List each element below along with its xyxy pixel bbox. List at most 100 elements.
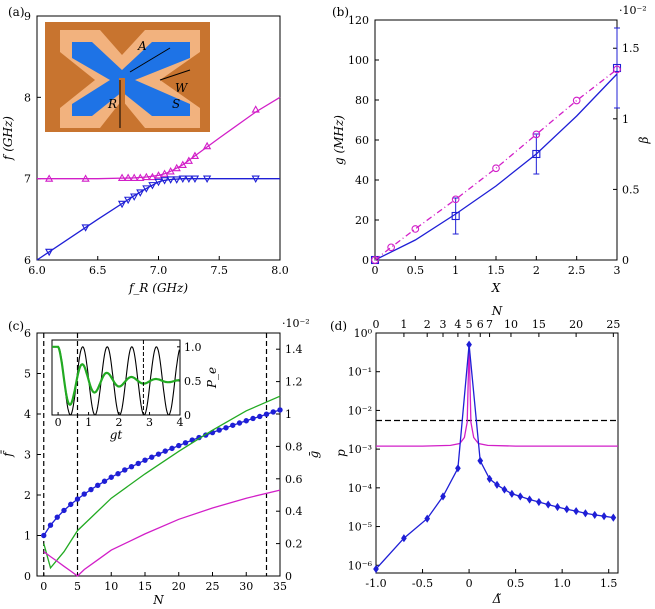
d-xtick-top-label: 4 <box>454 318 461 331</box>
a-point <box>148 182 157 190</box>
b-point-circle <box>613 65 621 74</box>
a-point <box>117 173 127 181</box>
d-point <box>601 512 607 521</box>
c-multiplier: ·10⁻² <box>282 317 310 330</box>
c-ytick-right-label: 1.2 <box>285 376 303 389</box>
c-point <box>61 507 67 514</box>
c-ytick-label: 1 <box>24 530 31 543</box>
c-point <box>95 482 101 488</box>
c-point <box>54 514 60 520</box>
a-point <box>202 141 212 150</box>
c-ytick-label: 3 <box>24 449 31 462</box>
b-ylabel: g (MHz) <box>332 115 346 165</box>
d-point <box>486 474 493 483</box>
c-ylabel: f̄ <box>0 449 15 457</box>
d-xtick-top-label: 20 <box>569 318 583 331</box>
d-xtick-label: 0.5 <box>507 577 525 590</box>
c-point <box>176 442 182 449</box>
b-dashdot-line <box>374 68 618 261</box>
d-point <box>582 509 589 518</box>
c-point <box>277 407 283 413</box>
d-xtick-top-label: 15 <box>532 318 546 331</box>
c-point <box>230 422 236 428</box>
a-point <box>251 175 260 183</box>
b-ytick-right-label: 1.5 <box>622 42 640 55</box>
panel-b: (b) <box>332 5 618 261</box>
c-point <box>142 457 148 463</box>
a-series-line <box>36 178 280 261</box>
a-ytick-label: 6 <box>24 254 31 267</box>
inset-label-a: A <box>137 39 147 53</box>
c-point <box>223 425 229 431</box>
c-point <box>115 471 121 477</box>
inset-label-w: W <box>175 81 189 95</box>
d-ytick-label: 10⁻⁵ <box>348 521 372 534</box>
c-point <box>135 460 141 467</box>
panel-d-label: (d) <box>330 319 347 333</box>
a-xtick-label: 6.0 <box>28 264 46 277</box>
d-point <box>517 492 524 501</box>
a-point <box>160 169 169 177</box>
c-inset-xtick-label: 2 <box>116 416 123 429</box>
a-point <box>184 156 194 164</box>
c-point <box>250 415 256 422</box>
d-xtick-top-label: 3 <box>440 318 447 331</box>
d-point <box>554 502 561 512</box>
c-inset-xtick-label: 0 <box>55 416 62 429</box>
a-ylabel: f (GHz) <box>1 116 15 161</box>
c-point <box>74 496 81 502</box>
b-ytick-label: 40 <box>355 174 369 187</box>
b-xlabel: X <box>491 281 501 295</box>
c-inset-xtick-label: 3 <box>146 416 153 429</box>
c-ytick-label: 4 <box>24 408 31 421</box>
c-ytick-label: 0 <box>24 570 31 583</box>
panel-d-frame <box>375 332 619 574</box>
a-ytick-label: 8 <box>24 91 31 104</box>
b-xtick-label: 1 <box>452 264 459 277</box>
b-ytick-label: 80 <box>355 94 369 107</box>
d-ytick-label: 10⁰ <box>354 327 373 340</box>
d-point <box>477 456 484 465</box>
a-point <box>172 163 181 172</box>
d-xtick-label: 1.5 <box>600 577 618 590</box>
c-point <box>88 486 94 493</box>
c-ytick-label: 6 <box>24 327 31 340</box>
d-xlabel: Δ̃ <box>492 592 502 606</box>
d-point <box>573 507 579 516</box>
c-xtick-label: 15 <box>138 580 152 593</box>
b-xtick-label: 3 <box>614 264 621 277</box>
d-xlabel-top: N <box>491 304 503 318</box>
d-xtick-top-label: 2 <box>424 318 431 331</box>
a-point <box>184 175 194 183</box>
c-point <box>81 491 87 497</box>
a-point <box>81 224 90 232</box>
a-xtick-label: 7.0 <box>150 264 168 277</box>
a-point <box>45 174 54 182</box>
d-point <box>591 510 598 519</box>
d-point <box>610 513 617 522</box>
b-ytick-label: 20 <box>355 214 369 227</box>
d-ytick-label: 10⁻³ <box>348 443 372 456</box>
panel-b-frame <box>374 19 618 261</box>
b-ytick-label: 100 <box>348 54 369 67</box>
b-point-circle <box>387 243 395 252</box>
d-point <box>455 464 461 473</box>
a-point <box>136 189 145 197</box>
c-inset-green-line <box>52 345 180 406</box>
b-point-circle <box>532 130 541 139</box>
d-ytick-label: 10⁻² <box>348 404 372 417</box>
b-ylabel-right: β <box>637 136 651 144</box>
d-xtick-top-label: 10 <box>504 318 518 331</box>
c-point <box>257 413 263 420</box>
b-point-circle <box>572 96 581 105</box>
d-point <box>440 492 446 501</box>
c-xtick-label: 25 <box>206 580 220 593</box>
b-point-square <box>451 211 460 221</box>
c-point <box>47 522 54 528</box>
c-point <box>236 420 243 426</box>
a-xtick-label: 7.5 <box>211 264 229 277</box>
b-xtick-label: 1.5 <box>487 264 505 277</box>
a-point <box>136 173 145 181</box>
